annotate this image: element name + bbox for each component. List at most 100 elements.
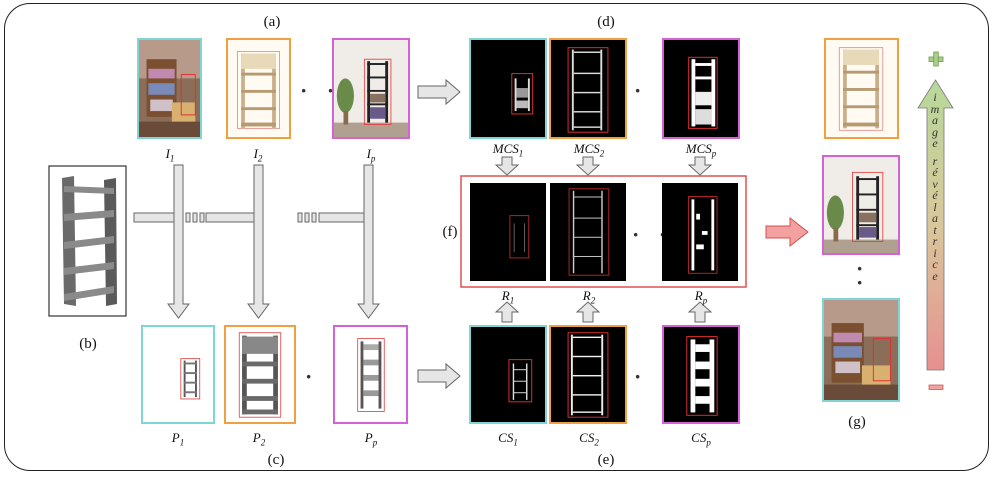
panel-label-g: (g) [848, 414, 866, 430]
result-arrow [765, 216, 809, 248]
ranking-word-letter: l [933, 199, 937, 214]
result-label-1-text: R [501, 288, 510, 303]
projection-label-p: Pp [365, 430, 377, 448]
panel-label-c: (c) [267, 452, 285, 468]
projection-label-1: P1 [172, 430, 184, 448]
mcs-label-1-sub: 1 [518, 148, 524, 159]
image-tile-1 [137, 38, 202, 139]
projection-label-2-sub: 2 [260, 437, 266, 448]
mcs-tile-1 [469, 38, 547, 139]
result-tile-1 [470, 183, 546, 281]
result-tile-2 [550, 183, 626, 281]
cs-label-1-text: CS [498, 430, 514, 445]
panel-label-e: (e) [597, 452, 615, 468]
result-label-2: R2 [583, 288, 595, 306]
panel-label-d: (d) [597, 14, 615, 30]
result-label-p: Rp [695, 288, 707, 306]
ranking-word-letter: g [932, 124, 938, 139]
ranking-word-letter: a [932, 211, 938, 225]
ranking-word-letter: é [932, 165, 938, 179]
cs-label-1-sub: 1 [513, 437, 518, 448]
cs-tile-2 [549, 325, 627, 424]
ellipsis-f: · · [632, 222, 674, 247]
image-label-2: I2 [254, 146, 263, 164]
result-label-p-sub: p [702, 295, 708, 306]
projection-tile-2 [224, 325, 296, 424]
mcs-label-p-sub: p [711, 148, 717, 159]
ranked-tile-1 [824, 38, 899, 139]
ellipsis-g-dot-1: · [856, 256, 871, 281]
mcs-tile-2 [549, 38, 627, 139]
ranking-bar [917, 79, 954, 371]
cs-label-2-sub: 2 [594, 437, 599, 448]
render-arrows [133, 164, 380, 319]
plus-icon [928, 51, 944, 67]
ranking-word-letter: r [932, 234, 938, 248]
ranking-word-letter: e [932, 136, 938, 150]
ranking-word-letter: e [932, 268, 938, 283]
image-label-p-text: I [366, 146, 371, 161]
cs-label-2-text: CS [579, 430, 595, 445]
cs-tile-p [662, 325, 740, 424]
ellipsis-g-dot-2: · [856, 270, 871, 295]
mcs-tile-p [662, 38, 740, 139]
projection-tile-1 [141, 325, 215, 424]
ranking-word-letter: i [933, 90, 937, 104]
panel-label-f: (f) [442, 224, 458, 240]
ranking-word-letter: v [932, 176, 938, 191]
image-label-1-text: I [165, 146, 170, 161]
panel-label-b: (b) [79, 336, 97, 352]
projection-label-2-text: P [252, 430, 261, 445]
projection-tile-p [333, 325, 408, 424]
projection-label-1-text: P [171, 430, 180, 445]
cs-label-p: CSp [691, 430, 711, 448]
mcs-label-1: MCS1 [493, 141, 524, 159]
ranking-word-letter: i [933, 245, 937, 260]
image-label-1: I1 [166, 146, 175, 164]
ranking-word-letter: é [932, 188, 938, 202]
result-label-1: R1 [502, 288, 514, 306]
ranking-word-letter: a [932, 113, 938, 127]
projection-label-2: P2 [253, 430, 265, 448]
mcs-label-2: MCS2 [574, 141, 605, 159]
mcs-label-2-sub: 2 [599, 148, 605, 159]
ranking-word-letter: t [933, 222, 937, 237]
projection-label-p-sub: p [372, 437, 378, 448]
result-label-1-sub: 1 [509, 295, 515, 306]
image-tile-p [332, 38, 410, 139]
ranking-word-letter: r [932, 153, 938, 168]
flow-arrows [417, 78, 713, 390]
cs-tile-1 [469, 325, 547, 424]
mcs-label-p-text: MCS [685, 141, 712, 156]
image-label-2-sub: 2 [257, 153, 263, 164]
result-tile-p [662, 183, 738, 281]
mcs-label-p: MCSp [686, 141, 717, 159]
ellipsis-a: · · [300, 78, 342, 103]
ranked-tile-2 [822, 155, 900, 255]
minus-icon [928, 384, 944, 390]
result-label-2-text: R [582, 288, 591, 303]
image-label-p: Ip [367, 146, 376, 164]
ranking-word-letter: m [930, 101, 940, 116]
projection-label-p-text: P [364, 430, 373, 445]
image-label-2-text: I [253, 146, 258, 161]
mcs-label-1-text: MCS [492, 141, 519, 156]
result-label-2-sub: 2 [590, 295, 596, 306]
ranked-tile-p [822, 298, 900, 402]
cad-model [48, 165, 127, 317]
result-frame [460, 175, 747, 288]
figure-frame [4, 3, 989, 471]
image-label-1-sub: 1 [169, 153, 175, 164]
cs-label-p-sub: p [706, 437, 711, 448]
mcs-label-2-text: MCS [573, 141, 600, 156]
projection-label-1-sub: 1 [179, 437, 185, 448]
result-label-p-text: R [694, 288, 703, 303]
panel-label-a: (a) [263, 14, 281, 30]
image-label-p-sub: p [370, 153, 376, 164]
cs-label-p-text: CS [691, 430, 707, 445]
cs-label-2: CS2 [579, 430, 599, 448]
image-tile-2 [226, 38, 291, 139]
ellipsis-g: ·· [856, 256, 871, 295]
